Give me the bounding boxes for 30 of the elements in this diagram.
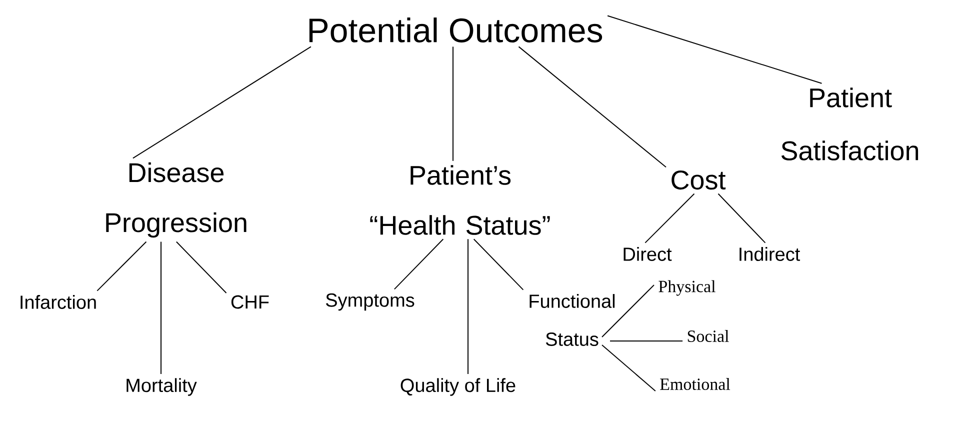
- connector-line: [602, 284, 654, 338]
- item-text: Functional Status: [530, 294, 615, 346]
- item-text: Direct: [624, 247, 672, 261]
- item-text: Symptoms: [326, 293, 414, 311]
- item-text: Infarction: [20, 295, 96, 309]
- connector-line: [718, 193, 766, 244]
- item-text: CHF: [231, 295, 269, 309]
- connector-line: [610, 340, 684, 342]
- connector-line: [160, 241, 162, 374]
- sub-item-text: Physical: [658, 280, 716, 296]
- sub-item-text: Emotional: [660, 378, 730, 390]
- category-text: Patient Satisfaction: [781, 88, 918, 160]
- connector-line: [176, 241, 227, 294]
- connector-line: [644, 193, 695, 244]
- connector-line: [602, 344, 656, 392]
- category-text: Cost: [672, 170, 726, 190]
- item-text: Quality of Life: [400, 378, 516, 396]
- connector-line: [96, 241, 147, 292]
- connector-line: [394, 238, 444, 290]
- connector-line: [473, 238, 524, 290]
- connector-line: [132, 46, 312, 159]
- heading-text: Potential Outcomes: [309, 18, 602, 42]
- item-text: Indirect: [740, 247, 800, 261]
- category-text: Disease Progression: [106, 162, 246, 238]
- sub-item-text: Social: [688, 330, 729, 342]
- connector-line: [518, 46, 666, 168]
- category-text: Patient’s “Health Status”: [370, 165, 550, 235]
- item-text: Mortality: [126, 378, 197, 396]
- connector-line: [607, 15, 822, 84]
- connector-line: [452, 46, 454, 162]
